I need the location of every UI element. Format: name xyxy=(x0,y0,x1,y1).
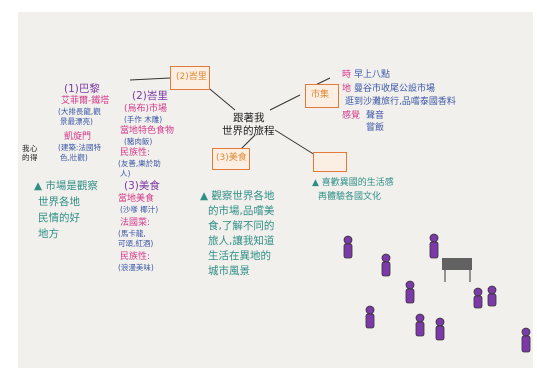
branch-box-market xyxy=(305,84,339,108)
right-note-1: ▲ 喜歡異國的生活感 xyxy=(312,178,394,188)
food-item-3: 法國菜: xyxy=(120,218,151,228)
paris-item-6: 色,壯觀) xyxy=(60,153,88,162)
food-item-1: 當地美食 xyxy=(118,194,155,204)
center-note-3: 食,了解不同的 xyxy=(208,220,275,232)
center-note-6: 城市風景 xyxy=(208,265,250,277)
left-note-1: ▲ 市場是觀察 xyxy=(34,180,98,192)
side-mark-3: 心 xyxy=(30,144,38,153)
side-mark-2: 的 xyxy=(22,153,30,162)
bali-item-5: 民族性: xyxy=(120,148,151,158)
center-note-1: ▲ 觀察世界各地 xyxy=(200,190,275,202)
paper-sheet xyxy=(18,12,533,368)
left-note-2: 世界各地 xyxy=(38,196,80,208)
food-item-5: 可頌,紅酒) xyxy=(118,239,154,248)
branch-box-extra xyxy=(313,152,347,172)
bali-heading: (2)峇里 xyxy=(132,90,168,102)
bali-item-4: (豬肉飯) xyxy=(124,137,153,146)
right-label-time: 時 xyxy=(342,70,352,80)
paris-item-1: 艾菲爾-鐵塔 xyxy=(61,96,110,106)
branch-label-bali: (2)峇里 xyxy=(176,72,207,82)
center-note-5: 生活在異地的 xyxy=(208,250,271,262)
right-item-5: 嘗飯 xyxy=(366,123,385,133)
right-label-sense: 感覺 xyxy=(342,111,361,121)
branch-label-restaurant: (3)美食 xyxy=(216,153,247,163)
paris-item-2: (大排長龍,觀 xyxy=(58,107,101,116)
right-item-4: 聲音 xyxy=(366,111,385,121)
center-title-line1: 跟著我 xyxy=(233,112,265,124)
center-note-4: 旅人,讓我知道 xyxy=(208,235,275,247)
branch-box-restaurant xyxy=(212,148,250,170)
food-item-6: 民族性: xyxy=(120,252,151,262)
bali-item-1: (烏布)市場 xyxy=(124,104,168,114)
side-mark-1: 我 xyxy=(22,144,30,153)
right-item-3: 逛到沙灘旅行,品嚐泰國香料 xyxy=(345,97,456,107)
left-note-3: 民情的好 xyxy=(38,212,80,224)
right-item-1: 早上八點 xyxy=(354,70,391,80)
paris-item-3: 景最漂亮) xyxy=(60,117,93,126)
side-mark-4: 得 xyxy=(30,153,38,162)
center-note-2: 的市場,品嚐美 xyxy=(208,205,275,217)
bali-item-2: (手作 木雕) xyxy=(124,115,163,124)
right-item-2: 曼谷市收尾公設市場 xyxy=(354,84,436,94)
food-item-2: (沙嗲 椰汁) xyxy=(120,205,159,214)
bali-item-6: (友善,樂於助 xyxy=(118,159,161,168)
center-title-line2: 世界的旅程 xyxy=(222,125,275,137)
branch-box-bali xyxy=(170,66,210,90)
paris-item-5: (建築:法國特 xyxy=(58,143,101,152)
bali-item-3: 當地特色食物 xyxy=(120,126,175,136)
food-item-7: (浪漫美味) xyxy=(118,263,154,272)
branch-label-market: 市集 xyxy=(311,90,330,100)
left-note-4: 地方 xyxy=(38,228,59,240)
food-heading: (3)美食 xyxy=(124,180,160,192)
paris-item-4: 凱旋門 xyxy=(64,132,92,142)
food-item-4: (馬卡龍, xyxy=(118,229,146,238)
paris-heading: (1)巴黎 xyxy=(64,83,100,95)
bali-item-7: 人) xyxy=(120,169,131,178)
right-note-2: 再體驗各國文化 xyxy=(318,192,382,202)
right-label-place: 地 xyxy=(342,84,352,94)
